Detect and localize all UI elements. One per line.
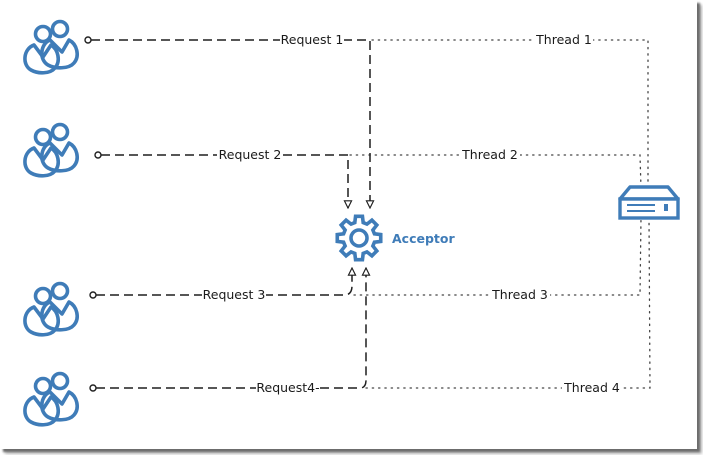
request-2-label-group: Request 2 [217,146,283,163]
request-4-start-dot [89,384,97,392]
thread-1-line [371,39,649,189]
request-2-label: Request 2 [219,147,282,162]
thread-4-label: Thread 4 [563,380,620,395]
request-4-line [96,268,366,389]
thread-3-label: Thread 3 [491,287,548,302]
server-icon [618,185,680,220]
acceptor-label: Acceptor [392,231,455,246]
thread-3-line [353,217,642,296]
request-1-line [91,39,370,208]
request-2-start-dot [94,151,102,159]
request-3-start-dot [89,291,97,299]
request-1-label-group: Request 1 [280,31,344,48]
request-3-line [96,268,352,296]
request-1-label: Request 1 [281,32,344,47]
thread-2-label-group: Thread 2 [460,146,520,163]
request-3-label-group: Request 3 [202,286,266,303]
request-1-start-dot [84,36,92,44]
thread-1-label: Thread 1 [535,32,592,47]
request-3-label: Request 3 [203,287,266,302]
request-2-line [101,154,348,208]
client-3-users-icon [23,281,79,337]
request-4-label: Request4- [256,380,319,395]
thread-3-label-group: Thread 3 [490,286,550,303]
thread-2-label: Thread 2 [461,147,518,162]
thread-4-label-group: Thread 4 [562,379,622,396]
thread-4-line [365,217,651,389]
thread-1-label-group: Thread 1 [535,31,593,48]
thread-2-line [349,154,642,189]
client-2-users-icon [23,122,79,178]
client-4-users-icon [23,371,79,427]
client-1-users-icon [23,19,79,75]
request-4-label-group: Request4- [256,379,320,396]
diagram-canvas [0,0,697,449]
gear-icon [335,214,383,262]
